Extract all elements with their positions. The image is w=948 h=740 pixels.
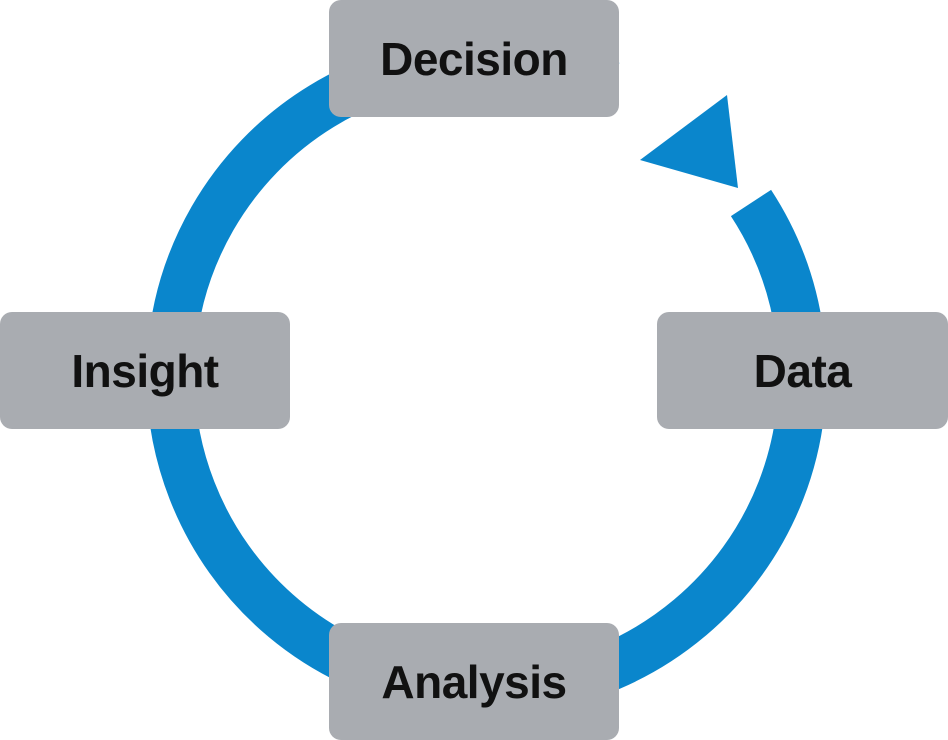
node-data-label: Data bbox=[753, 344, 852, 397]
node-decision-label: Decision bbox=[380, 32, 568, 85]
node-analysis-label: Analysis bbox=[381, 655, 567, 708]
node-decision: Decision bbox=[329, 0, 619, 117]
node-insight-label: Insight bbox=[71, 344, 219, 397]
cycle-arrowhead bbox=[640, 95, 738, 188]
node-analysis: Analysis bbox=[329, 623, 619, 740]
node-data: Data bbox=[657, 312, 948, 429]
node-insight: Insight bbox=[0, 312, 290, 429]
